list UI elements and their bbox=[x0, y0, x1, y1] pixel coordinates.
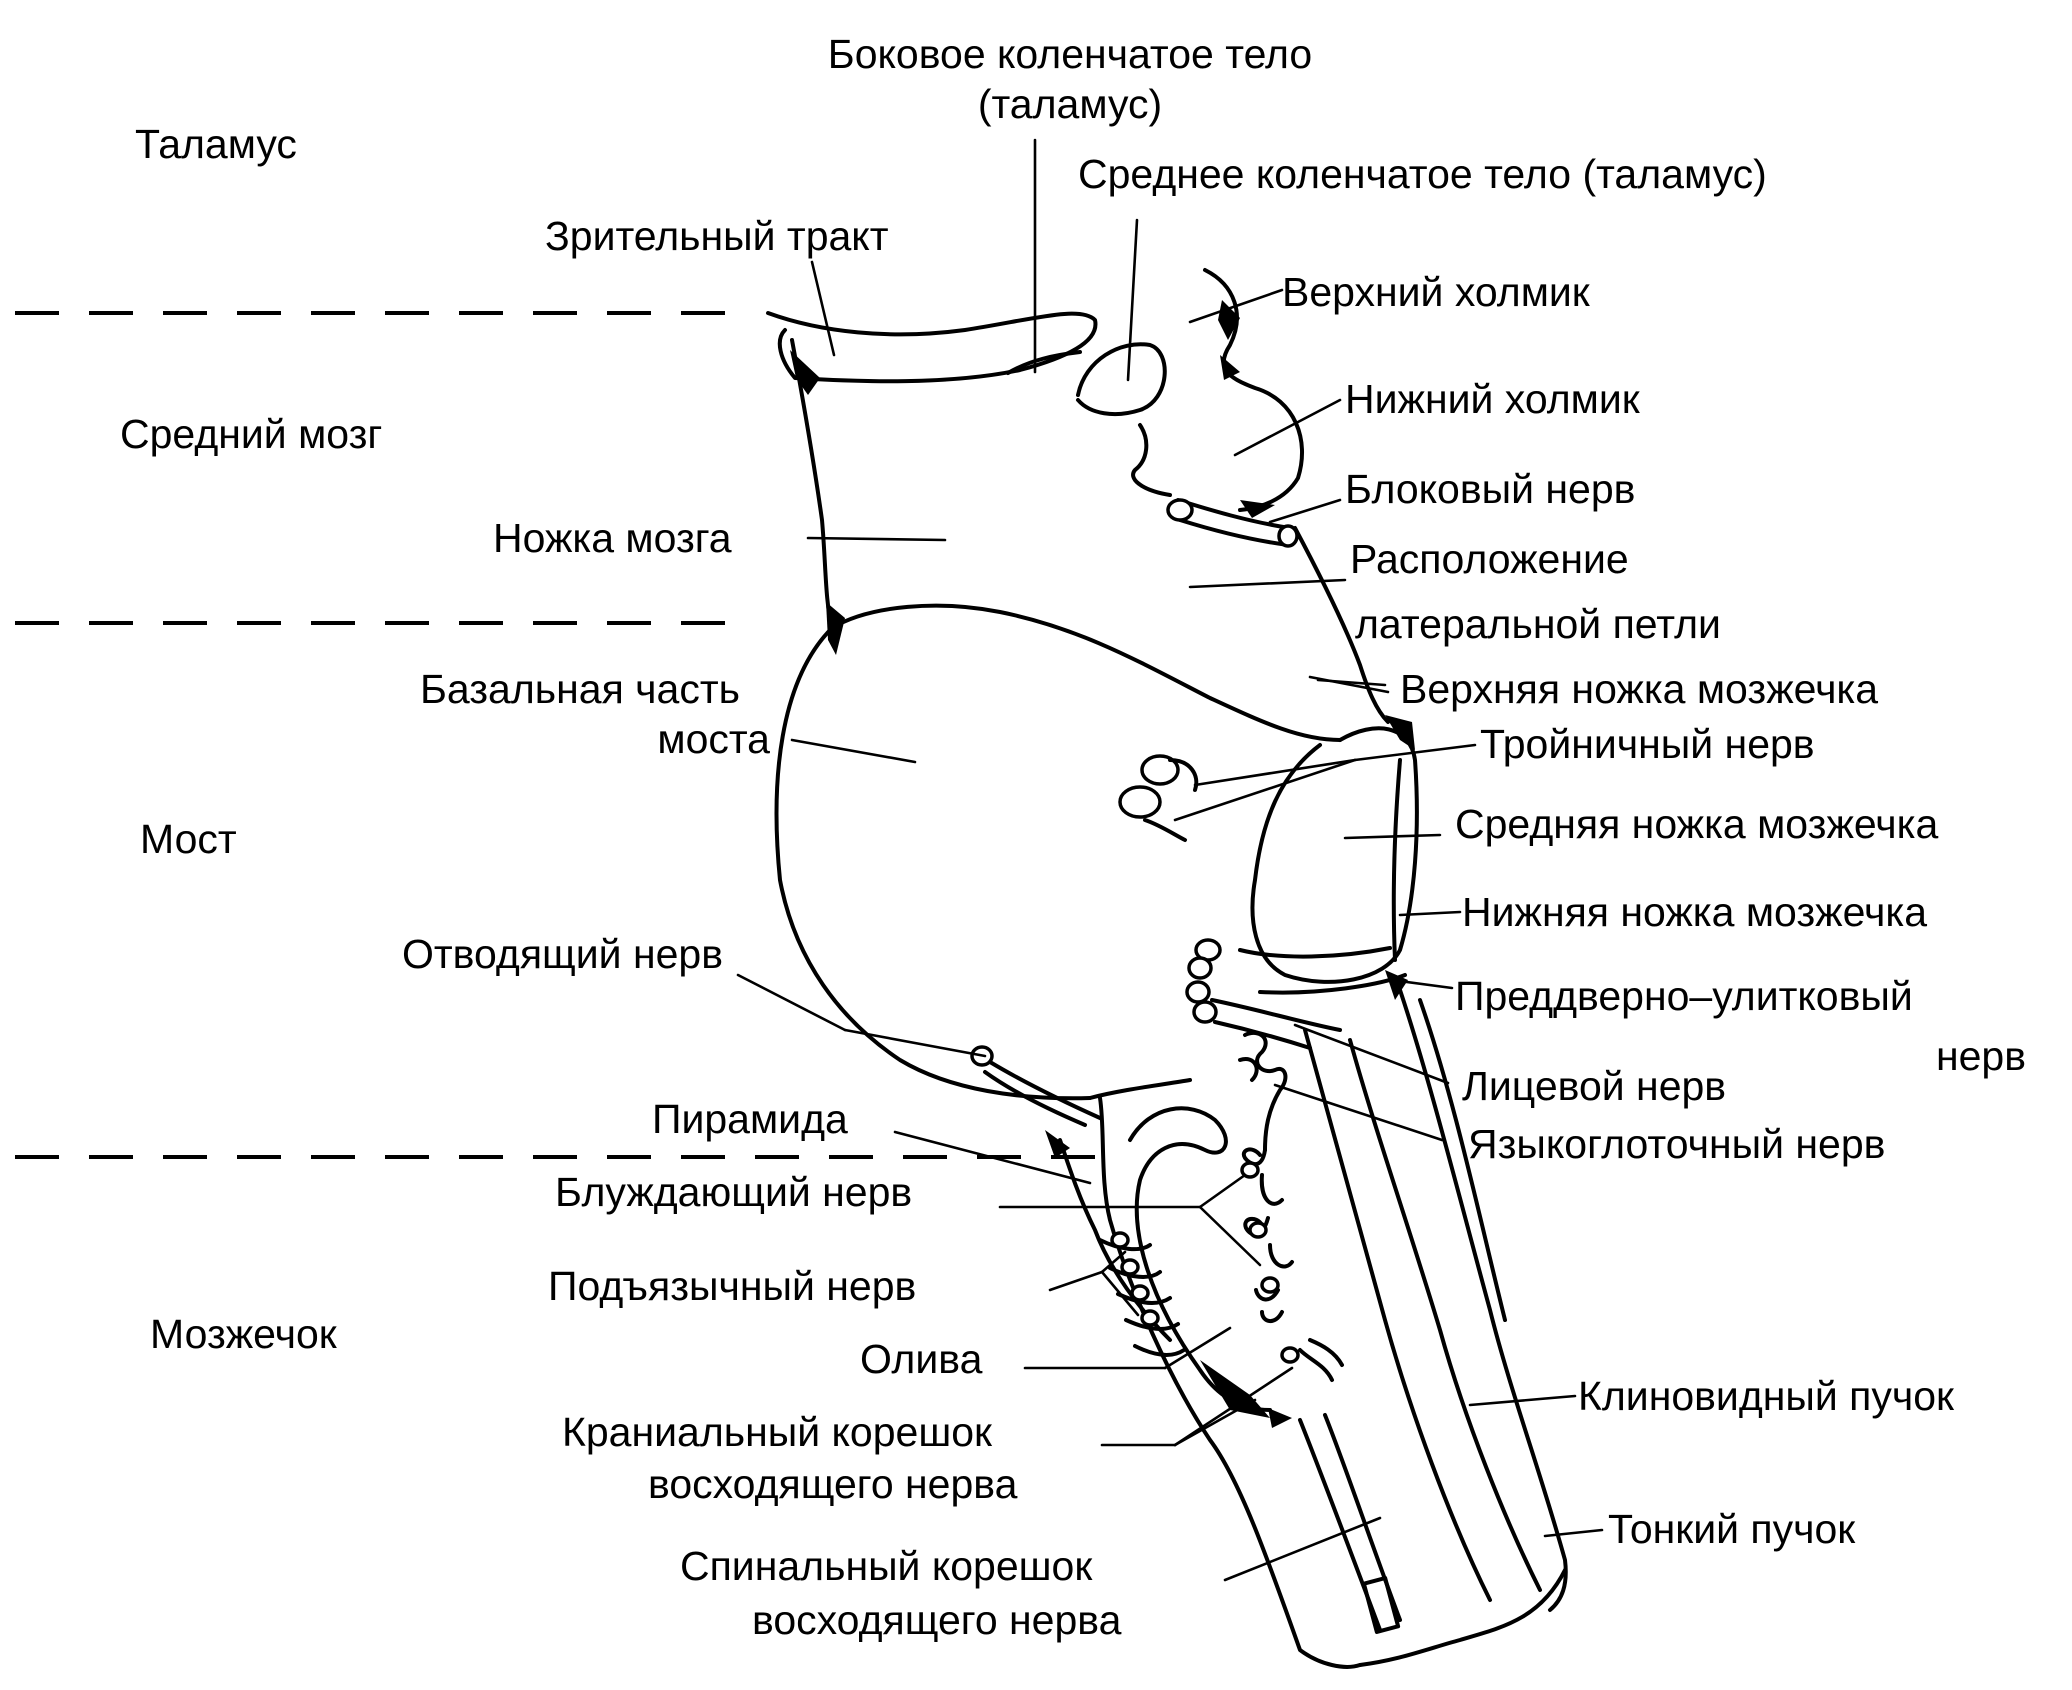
label-vagus-nerve: Блуждающий нерв bbox=[555, 1169, 913, 1215]
label-olive: Олива bbox=[860, 1336, 983, 1382]
label-superior-cerebellar-peduncle: Верхняя ножка мозжечка bbox=[1400, 666, 1879, 712]
region-label-cerebellum: Мозжечок bbox=[150, 1311, 337, 1357]
medial-geniculate-shape bbox=[1076, 342, 1167, 417]
label-vestibulocochlear-line1: Преддверно–улитковый bbox=[1455, 973, 1913, 1019]
spinal-root-shape bbox=[1298, 1413, 1402, 1632]
olive-shape bbox=[1128, 1106, 1272, 1412]
region-label-pons: Мост bbox=[140, 816, 237, 862]
label-optic-tract: Зрительный тракт bbox=[545, 213, 889, 259]
label-lateral-lemniscus-line1: Расположение bbox=[1350, 536, 1629, 582]
label-vestibulocochlear-line2: нерв bbox=[1935, 1033, 2026, 1079]
region-label-thalamus: Таламус bbox=[135, 121, 297, 167]
hypoglossal-rootlets bbox=[1098, 1231, 1186, 1357]
vagus-rootlets bbox=[1238, 1031, 1344, 1382]
label-cranial-root-line2: восходящего нерва bbox=[648, 1461, 1018, 1507]
region-label-midbrain: Средний мозг bbox=[120, 411, 383, 457]
label-hypoglossal-nerve: Подъязычный нерв bbox=[548, 1263, 917, 1309]
label-basilar-pons-line1: Базальная часть bbox=[420, 666, 740, 712]
label-pyramid: Пирамида bbox=[652, 1096, 848, 1142]
trigeminal-nerve-shape bbox=[1118, 754, 1199, 842]
label-spinal-root-line1: Спинальный корешок bbox=[680, 1543, 1093, 1589]
label-cranial-root-line1: Краниальный корешок bbox=[562, 1409, 992, 1455]
label-inferior-colliculus: Нижний холмик bbox=[1345, 376, 1640, 422]
cerebral-peduncle-shape bbox=[790, 338, 834, 630]
leader-lines bbox=[736, 138, 1604, 1582]
label-facial-nerve: Лицевой нерв bbox=[1462, 1063, 1727, 1109]
middle-cerebellar-peduncle-shape bbox=[1250, 726, 1419, 984]
label-cerebral-peduncle: Ножка мозга bbox=[493, 515, 732, 561]
label-gracile-fasciculus: Тонкий пучок bbox=[1608, 1506, 1856, 1552]
cuneate-fasciculus-shape bbox=[1303, 1028, 1492, 1602]
label-middle-cerebellar-peduncle: Средняя ножка мозжечка bbox=[1455, 801, 1939, 847]
gracile-fasciculus-shape bbox=[1398, 988, 1568, 1612]
trochlear-nerve-shape bbox=[1176, 498, 1292, 547]
label-inferior-cerebellar-peduncle: Нижняя ножка мозжечка bbox=[1462, 889, 1928, 935]
label-spinal-root-line2: восходящего нерва bbox=[752, 1597, 1122, 1643]
label-trigeminal-nerve: Тройничный нерв bbox=[1480, 721, 1815, 767]
medulla-shape bbox=[1098, 1096, 1362, 1669]
label-lateral-geniculate-line2: (таламус) bbox=[977, 81, 1163, 127]
label-superior-colliculus: Верхний холмик bbox=[1282, 269, 1590, 315]
label-abducens-nerve: Отводящий нерв bbox=[402, 931, 723, 977]
optic-tract-shape bbox=[766, 311, 1098, 384]
label-basilar-pons-line2: моста bbox=[657, 716, 770, 762]
label-trochlear-nerve: Блоковый нерв bbox=[1345, 466, 1636, 512]
label-glossopharyngeal-nerve: Языкоглоточный нерв bbox=[1468, 1121, 1886, 1167]
label-lateral-geniculate-line1: Боковое коленчатое тело bbox=[827, 31, 1313, 77]
label-cuneate-fasciculus: Клиновидный пучок bbox=[1578, 1373, 1954, 1419]
cranial-nerve-stumps bbox=[1185, 938, 1342, 1050]
label-medial-geniculate: Среднее коленчатое тело (таламус) bbox=[1078, 151, 1767, 197]
basilar-pons-shape bbox=[830, 603, 1342, 742]
label-lateral-lemniscus-line2: латеральной петли bbox=[1355, 601, 1721, 647]
